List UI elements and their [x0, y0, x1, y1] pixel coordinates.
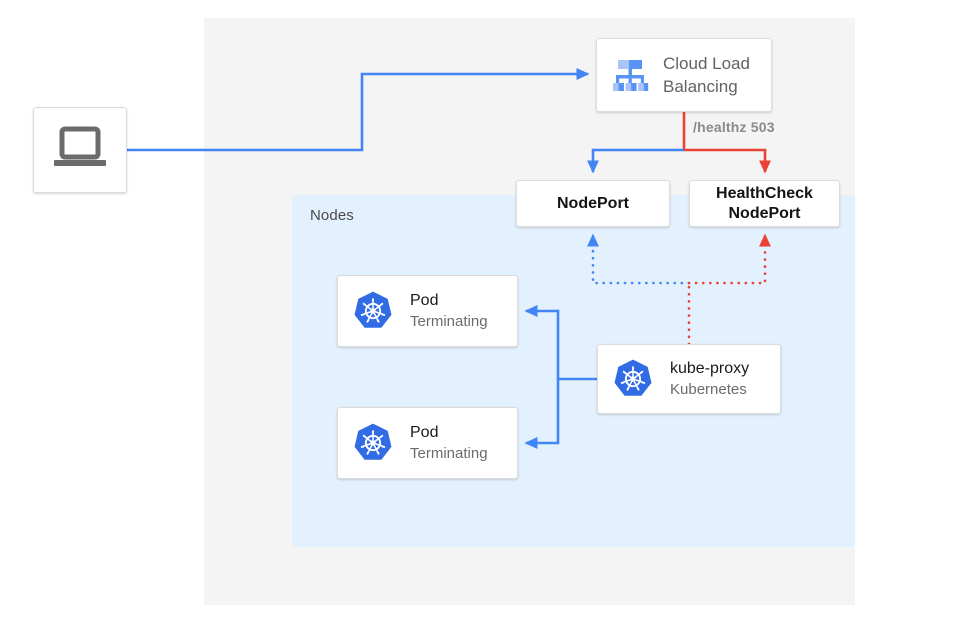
- kube-proxy-node[interactable]: kube-proxy Kubernetes: [597, 344, 781, 414]
- kubernetes-icon: [614, 359, 652, 396]
- nodeport-label: NodePort: [557, 194, 629, 212]
- pod-status-1: Terminating: [410, 313, 488, 330]
- kube-proxy-title: kube-proxy: [670, 360, 750, 377]
- cloud-load-balancing-node[interactable]: Cloud Load Balancing: [596, 38, 772, 112]
- kube-proxy-subtitle: Kubernetes: [670, 381, 747, 398]
- healthcheck-nodeport-label-line2: NodePort: [728, 204, 801, 222]
- client-node[interactable]: [33, 107, 127, 193]
- pod-title-2: Pod: [410, 424, 439, 441]
- nodes-panel-label: Nodes: [310, 207, 354, 224]
- pod-label-1: Pod Terminating: [410, 290, 488, 332]
- cloud-load-balancing-label-line2: Balancing: [663, 77, 738, 96]
- laptop-icon: [54, 126, 106, 166]
- kubernetes-icon: [354, 423, 392, 460]
- cloud-load-balancing-icon: [613, 60, 649, 91]
- kubernetes-icon: [354, 291, 392, 328]
- healthcheck-nodeport-node[interactable]: HealthCheck NodePort: [689, 180, 840, 227]
- pod-status-2: Terminating: [410, 445, 488, 462]
- pod-node-1[interactable]: Pod Terminating: [337, 275, 518, 347]
- nodeport-node[interactable]: NodePort: [516, 180, 670, 227]
- pod-label-2: Pod Terminating: [410, 422, 488, 464]
- cloud-load-balancing-label: Cloud Load Balancing: [663, 52, 750, 98]
- kube-proxy-label: kube-proxy Kubernetes: [670, 358, 749, 400]
- cloud-load-balancing-label-line1: Cloud Load: [663, 54, 750, 73]
- pod-title-1: Pod: [410, 292, 439, 309]
- healthcheck-nodeport-label-line1: HealthCheck: [716, 184, 813, 202]
- healthcheck-nodeport-label: HealthCheck NodePort: [716, 184, 813, 224]
- healthz-status-label: /healthz 503: [693, 119, 775, 135]
- pod-node-2[interactable]: Pod Terminating: [337, 407, 518, 479]
